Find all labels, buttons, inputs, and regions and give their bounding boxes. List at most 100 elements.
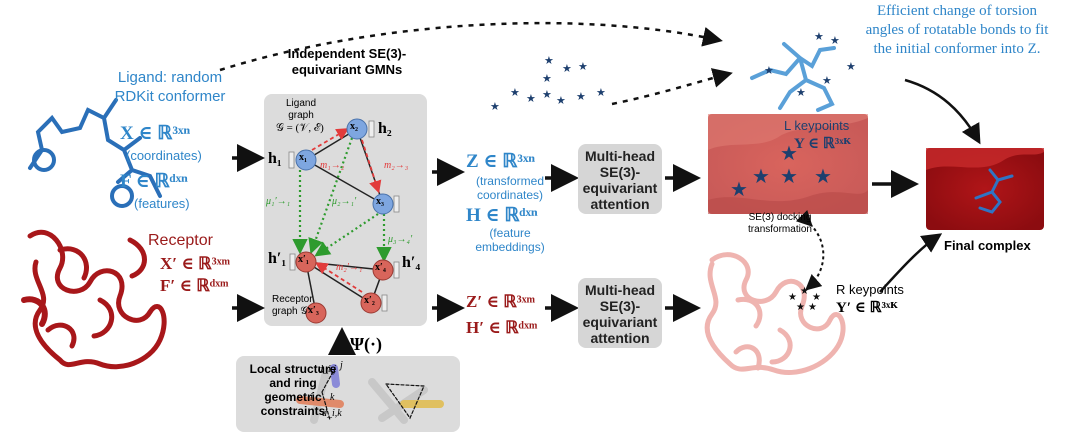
svg-text:★: ★ [562,62,572,75]
Y-prime-label: Y′ ∈ ℝ³ˣᴷ [836,300,898,316]
h1-label: h₁ [268,150,282,167]
receptor-faded-image [704,252,846,375]
Z-label: Z ∈ ℝ³ˣⁿ [466,151,536,172]
Z-prime-label: Z′ ∈ ℝ³ˣᵐ [466,292,535,311]
svg-text:★: ★ [542,88,552,101]
svg-text:★: ★ [814,164,832,188]
h4p-label: h′₄ [402,254,421,271]
dist-k: k [330,392,335,403]
edge-m21p: m₂′→₁ [336,262,363,273]
ligand-F-note: (features) [134,196,190,211]
gmn-title-line2: equivariant GMNs [291,62,403,77]
edge-m23: m₂→₃ [384,160,409,171]
node-x1: x₁ [299,152,307,163]
dashed-arc-mid [611,68,733,106]
torsion-line1: Efficient change of torsion [876,3,1038,19]
keypoint-stars-receptor: ★★★ ★★ [788,286,821,313]
node-x1p: x′₁ [298,254,309,265]
svg-text:★: ★ [578,60,588,73]
local-constraints-line3: geometric [264,390,322,404]
torsion-line2: angles of rotatable bonds to fit [865,22,1049,38]
ligand-F: F ∈ ℝᵈˣⁿ [120,171,188,192]
ligand-title: Ligand: random RDKit conformer [100,68,240,106]
svg-text:★: ★ [788,292,797,303]
Z-note-line2: coordinates) [476,188,544,202]
ligand-graph-set: 𝒢 = (𝒱, ℰ) [276,122,324,134]
torsion-line3: the initial conformer into Z. [873,41,1041,57]
H-label: H ∈ ℝᵈˣⁿ [466,205,538,226]
svg-text:★: ★ [796,302,805,313]
attention-ligand-line2: SE(3)- [599,164,641,180]
svg-text:★: ★ [730,177,748,201]
ligand-graph-label: Ligand graph [286,98,316,122]
edge-mu11: μ₁′→₁ [266,196,291,207]
svg-text:★: ★ [596,86,606,99]
local-constraints-label: Local structure and ring geometric const… [244,362,342,418]
final-complex-image [926,148,1044,230]
node-x3: x₃ [376,196,384,207]
svg-text:★: ★ [542,72,552,85]
node-x3p: x′₃ [308,305,319,316]
svg-text:★: ★ [780,164,798,188]
ligand-nodes [295,118,394,215]
attention-box-ligand: Multi-head SE(3)- equivariant attention [578,144,662,214]
Z-note-line1: (transformed [475,174,545,188]
svg-text:★: ★ [510,86,520,99]
constraints-box [236,356,460,432]
svg-text:★: ★ [808,302,817,313]
edge-m12: m₁→₂ [320,160,345,171]
attention-receptor-line1: Multi-head [585,282,655,298]
ligand-graph-label-line2: graph [288,110,314,121]
docking-label: SE(3) docking transformation [740,212,820,236]
h2-label: h₂ [378,120,392,137]
L-keypoints-label: L keypoints [784,118,850,133]
H-note-line2: embeddings) [475,240,545,254]
svg-text:★: ★ [490,100,500,113]
svg-text:★: ★ [822,74,832,87]
dist-j: j [340,360,343,371]
keypoint-stars-ligand: ★★★ ★★★ [764,30,856,99]
attention-ligand-line3: equivariant [582,180,658,196]
attention-box-receptor: Multi-head SE(3)- equivariant attention [578,278,662,348]
dist-dij: d_i,j [318,364,337,375]
attention-ligand-line4: attention [590,196,650,212]
torsion-text: Efficient change of torsion angles of ro… [838,2,1076,59]
edge-mu34: μ₃→₄′ [388,234,413,245]
docking-line1: SE(3) docking [748,212,812,223]
flexible-ligand-image [750,42,836,112]
gmn-title: Independent SE(3)- equivariant GMNs [262,46,432,78]
receptor-graph-label-line1: Receptor [272,294,313,305]
psi-label: Ψ(·) [350,334,383,354]
H-note: (feature embeddings) [470,226,550,254]
ligand-title-line2: RDKit conformer [114,88,226,105]
svg-text:★: ★ [846,60,856,73]
keypoint-stars-top: ★★★ ★★★ ★★★ ★★ [490,54,606,113]
ligand-molecule-image [28,98,162,208]
final-complex-label: Final complex [944,238,1031,253]
ligand-X: X ∈ ℝ³ˣⁿ [120,123,191,144]
ligand-graph-label-line1: Ligand [286,98,317,109]
receptor-protein-image [21,229,167,370]
h1p-label: h′₁ [268,250,287,267]
svg-text:★: ★ [812,292,821,303]
edge-mu21: μ₂→₁′ [332,196,357,207]
attention-receptor-line4: attention [590,330,650,346]
svg-text:★: ★ [796,86,806,99]
attention-ligand-line1: Multi-head [585,148,655,164]
svg-text:★: ★ [800,286,809,297]
node-x4p: x′₄ [375,262,386,273]
docking-line2: transformation [748,224,812,235]
gmn-title-line1: Independent SE(3)- [287,46,407,61]
svg-text:★: ★ [814,30,824,43]
local-constraints-line1: Local structure [249,362,337,376]
ligand-title-line1: Ligand: random [117,69,223,86]
svg-text:★: ★ [544,54,554,67]
dist-dik: d_i,k [322,408,342,419]
svg-text:★: ★ [780,141,798,165]
Y-label: Y ∈ ℝ³ˣᴷ [794,136,851,152]
Z-note: (transformed coordinates) [470,174,550,202]
svg-text:★: ★ [752,164,770,188]
H-note-line1: (feature [489,226,531,240]
receptor-title: Receptor [148,232,213,249]
receptor-X: X′ ∈ ℝ³ˣᵐ [160,254,230,273]
